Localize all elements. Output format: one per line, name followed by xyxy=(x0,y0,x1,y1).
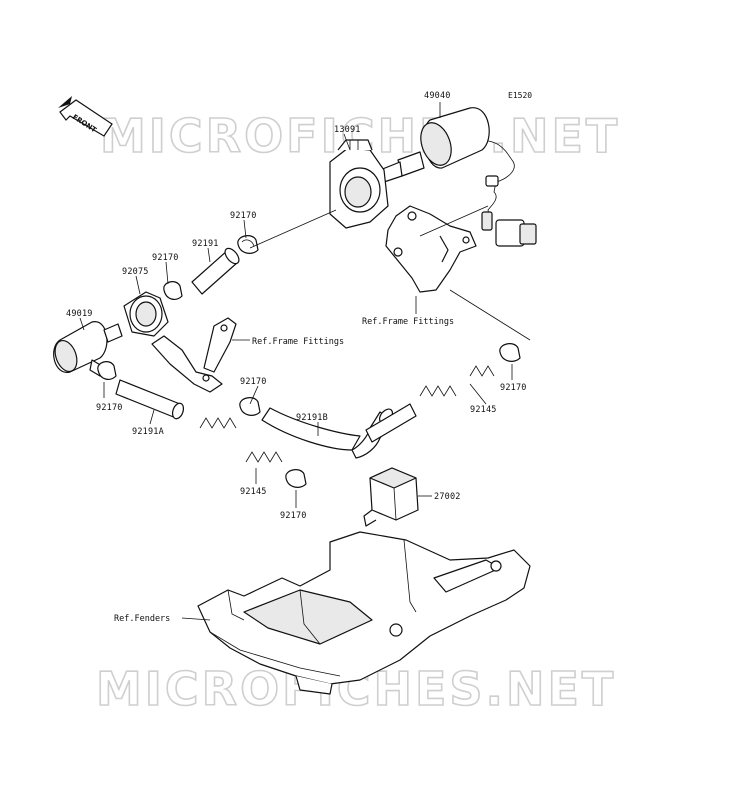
label-49019: 49019 xyxy=(66,309,93,319)
label-49040: 49040 xyxy=(424,91,451,101)
spring-92145-right xyxy=(419,365,495,397)
hose-92191B xyxy=(261,403,417,459)
damper-92075 xyxy=(123,291,169,337)
clamp-92170-lower xyxy=(285,469,307,488)
label-ref-fenders: Ref.Fenders xyxy=(114,614,170,624)
hose-92191A xyxy=(115,379,185,420)
label-27002: 27002 xyxy=(434,492,461,502)
label-92170-c: 92170 xyxy=(96,403,123,413)
bracket-plate-upper xyxy=(385,205,477,293)
clamp-92170-right xyxy=(499,343,521,362)
fuel-pump-49040 xyxy=(379,107,537,247)
clamp-92170-upper xyxy=(237,235,259,254)
label-92170-b: 92170 xyxy=(152,253,179,263)
label-92170-e: 92170 xyxy=(500,383,527,393)
label-92075: 92075 xyxy=(122,267,149,277)
label-92191: 92191 xyxy=(192,239,219,249)
bracket-plate-middle xyxy=(151,317,237,393)
label-92145-a: 92145 xyxy=(470,405,497,415)
spring-92145-left xyxy=(199,417,283,463)
label-ref-frame-fittings-middle: Ref.Frame Fittings xyxy=(252,337,344,347)
label-ref-frame-fittings-upper: Ref.Frame Fittings xyxy=(362,317,454,327)
clamp-92170-left-lower xyxy=(97,361,117,380)
label-92170-f: 92170 xyxy=(280,511,307,521)
label-13091: 13091 xyxy=(334,125,361,135)
filter-49019 xyxy=(53,321,123,377)
diagram-code: E1520 xyxy=(508,91,532,100)
clamp-92170-left-upper xyxy=(163,281,183,300)
fender-tray xyxy=(197,531,531,695)
hose-92191 xyxy=(191,247,240,295)
leader-lines xyxy=(79,102,531,621)
label-92191A: 92191A xyxy=(132,427,164,437)
label-92170-a: 92170 xyxy=(230,211,257,221)
clamp-92170-middle xyxy=(239,397,261,416)
relay-27002 xyxy=(363,467,419,527)
label-92145-b: 92145 xyxy=(240,487,267,497)
label-92170-d: 92170 xyxy=(240,377,267,387)
bracket-13091 xyxy=(329,139,389,229)
label-92191B: 92191B xyxy=(296,413,328,423)
